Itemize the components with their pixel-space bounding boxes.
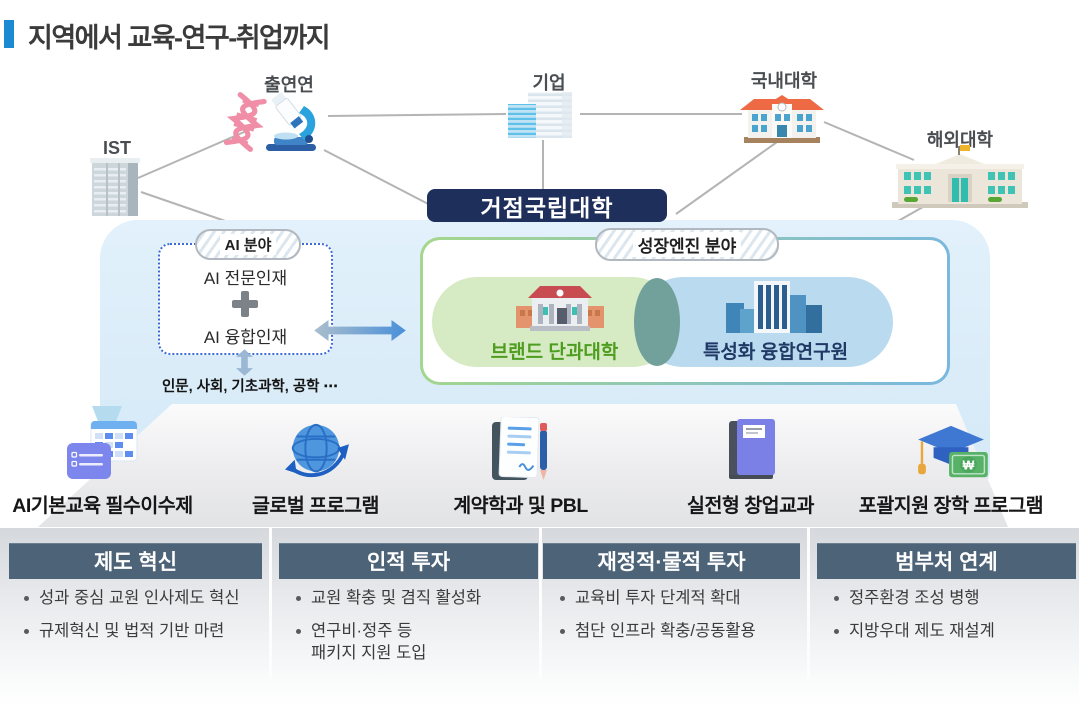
research-institute-label: 특성화 융합연구원 <box>702 342 849 363</box>
pillar-list-financial: 교육비 투자 단계적 확대 첨단 인프라 확충/공동활용 <box>560 588 800 654</box>
program-label: 계약학과 및 PBL <box>453 495 588 517</box>
bullet-dot <box>560 628 565 634</box>
growth-engine-badge: 성장엔진 분야 <box>595 228 779 261</box>
title-accent-bar <box>4 20 14 48</box>
program-label: 실전형 창업교과 <box>687 495 815 517</box>
bullet-text: 지방우대 제도 재설계 <box>849 621 995 640</box>
bullet-text: 교원 확충 및 겸직 활성화 <box>311 589 482 607</box>
bullet-text: 첨단 인프라 확충/공동활용 <box>575 621 756 640</box>
checklist-window-icon <box>66 413 139 483</box>
program-label: AI기본교육 필수이수제 <box>12 495 193 517</box>
domestic-university-icon <box>740 95 824 143</box>
column-divider <box>807 528 810 678</box>
column-divider <box>269 528 272 678</box>
svg-text:₩: ₩ <box>962 458 974 472</box>
program-label: 포괄지원 장학 프로그램 <box>858 495 1044 517</box>
pillar-header-institution: 제도 혁신 <box>9 543 262 579</box>
microscope-icon <box>266 92 316 151</box>
node-label-overseas: 해외대학 <box>926 130 994 150</box>
contract-document-icon <box>491 413 550 483</box>
ai-badge-label: AI 분야 <box>219 234 277 255</box>
overseas-university-icon <box>892 145 1028 208</box>
program-ai-basic: AI기본교육 필수이수제 <box>0 413 205 518</box>
bullet-text: 연구비·정주 등 패키지 지원 도입 <box>311 621 427 662</box>
column-divider <box>539 528 542 678</box>
venn-overlap <box>634 278 680 366</box>
pillar-title: 제도 혁신 <box>93 551 178 574</box>
ai-footnote: 인문, 사회, 기초과학, 공학 ⋯ <box>161 379 339 395</box>
node-label-domestic: 국내대학 <box>750 71 818 91</box>
bullet-dot <box>24 628 29 634</box>
growth-badge-label: 성장엔진 분야 <box>632 232 742 257</box>
pillar-list-institution: 성과 중심 교원 인사제도 혁신 규제혁신 및 법적 기반 마련 <box>24 588 264 654</box>
bullet-text: 정주환경 조성 병행 <box>849 589 980 607</box>
bullet-dot <box>834 596 839 601</box>
company-buildings-icon <box>508 92 572 138</box>
hub-university-box: 거점국립대학 <box>427 189 667 222</box>
ai-expert-label: AI 전문인재 <box>203 269 288 288</box>
bullet-text: 교육비 투자 단계적 확대 <box>575 589 741 607</box>
pillar-title: 인적 투자 <box>366 551 451 574</box>
list-item: 첨단 인프라 확충/공동활용 <box>560 621 800 643</box>
dna-icon <box>223 92 267 152</box>
program-global: 글로벌 프로그램 <box>213 413 418 518</box>
brand-college-icon <box>516 286 604 331</box>
pillar-header-human: 인적 투자 <box>279 543 538 579</box>
list-item: 성과 중심 교원 인사제도 혁신 <box>24 588 264 610</box>
node-label-company: 기업 <box>532 73 566 93</box>
scholarship-icon: ₩ <box>911 413 991 483</box>
research-institute-icon <box>726 281 822 333</box>
brand-college-label: 브랜드 단과대학 <box>490 342 619 363</box>
pillar-title: 재정적·물적 투자 <box>597 551 746 574</box>
node-label-ist: IST <box>102 138 131 158</box>
ist-building-icon <box>90 158 140 216</box>
double-arrow-vertical-icon <box>236 349 253 376</box>
ai-field-badge: AI 분야 <box>195 229 301 260</box>
bullet-dot <box>834 628 839 634</box>
bullet-dot <box>296 596 301 601</box>
node-label-research: 출연연 <box>264 75 314 95</box>
pillar-list-ministry: 정주환경 조성 병행 지방우대 제도 재설계 <box>834 588 1074 654</box>
pillar-title: 범부처 연계 <box>895 551 998 574</box>
program-startup: 실전형 창업교과 <box>648 413 853 518</box>
pillar-header-ministry: 범부처 연계 <box>817 543 1076 579</box>
globe-icon <box>282 413 350 483</box>
pillar-list-human: 교원 확충 및 겸직 활성화 연구비·정주 등 패키지 지원 도입 <box>296 588 536 675</box>
bullet-text: 성과 중심 교원 인사제도 혁신 <box>39 589 240 607</box>
bullet-dot <box>296 628 301 634</box>
list-item: 연구비·정주 등 패키지 지원 도입 <box>296 621 536 665</box>
page-title: 지역에서 교육-연구-취업까지 <box>28 23 331 53</box>
list-item: 교원 확충 및 겸직 활성화 <box>296 588 536 610</box>
program-contract-pbl: 계약학과 및 PBL <box>418 413 623 518</box>
program-label: 글로벌 프로그램 <box>252 495 380 517</box>
program-scholarship: ₩ 포괄지원 장학 프로그램 <box>845 413 1057 518</box>
book-icon <box>725 413 777 483</box>
list-item: 규제혁신 및 법적 기반 마련 <box>24 621 264 643</box>
list-item: 지방우대 제도 재설계 <box>834 621 1074 643</box>
double-arrow-horizontal-icon <box>314 320 406 341</box>
list-item: 정주환경 조성 병행 <box>834 588 1074 610</box>
pillar-header-financial: 재정적·물적 투자 <box>543 543 800 579</box>
bullet-dot <box>560 596 565 601</box>
plus-icon <box>232 291 258 317</box>
bullet-dot <box>24 596 29 601</box>
bullet-text: 규제혁신 및 법적 기반 마련 <box>39 621 225 640</box>
ai-convergence-label: AI 융합인재 <box>203 328 288 347</box>
list-item: 교육비 투자 단계적 확대 <box>560 588 800 610</box>
